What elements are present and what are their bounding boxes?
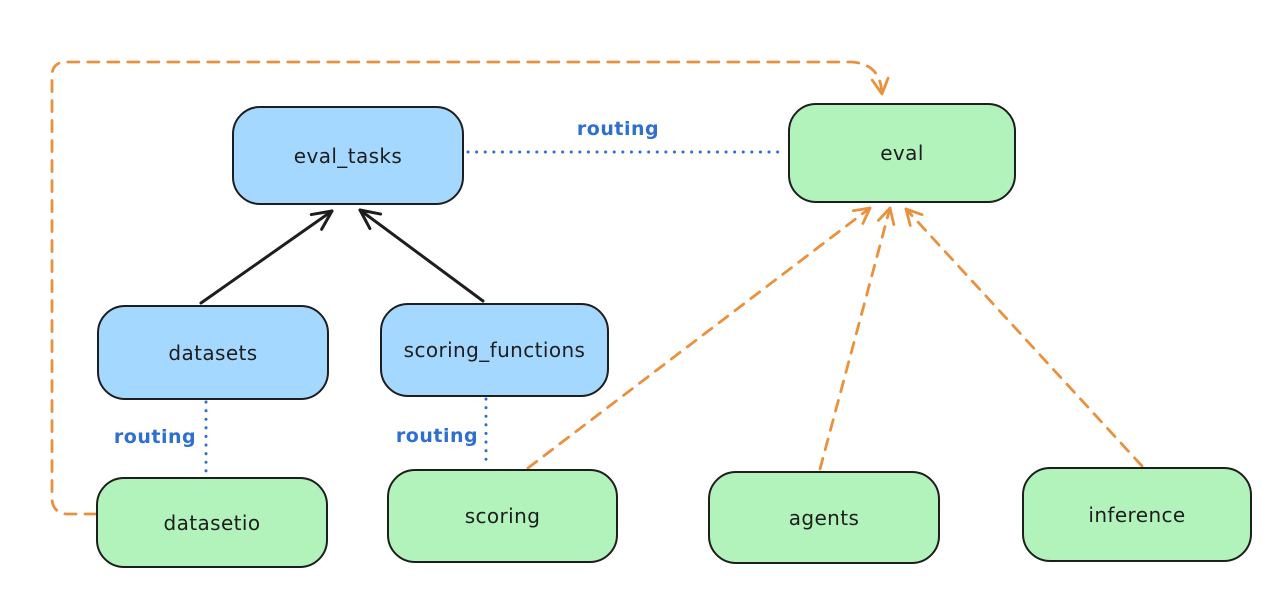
edge-inference-to-eval <box>904 207 1144 468</box>
edge-datasets-to-eval-tasks <box>199 209 334 305</box>
node-datasets: datasets <box>97 305 329 400</box>
node-datasetio: datasetio <box>96 477 328 568</box>
routing-label-datasets-datasetio: routing <box>113 426 197 448</box>
edge-scoring-to-eval <box>526 206 872 470</box>
edge-datasetio-to-eval <box>50 60 890 516</box>
routing-label-scoring-functions-scoring: routing <box>395 425 479 447</box>
node-eval-tasks-label: eval_tasks <box>293 143 403 168</box>
node-inference: inference <box>1022 467 1252 562</box>
edge-scoring-functions-to-eval-tasks <box>358 208 485 303</box>
node-scoring-functions: scoring_functions <box>380 303 609 397</box>
node-agents-label: agents <box>788 505 860 530</box>
node-eval-tasks: eval_tasks <box>232 106 464 205</box>
node-inference-label: inference <box>1088 502 1186 527</box>
node-datasets-label: datasets <box>168 340 258 365</box>
node-agents: agents <box>708 471 940 564</box>
node-eval: eval <box>788 103 1016 203</box>
node-scoring: scoring <box>387 469 618 563</box>
node-eval-label: eval <box>880 141 924 165</box>
node-scoring-functions-label: scoring_functions <box>403 338 586 362</box>
node-scoring-label: scoring <box>464 504 541 528</box>
edge-agents-to-eval <box>818 206 896 471</box>
routing-label-eval-tasks-eval: routing <box>576 118 660 140</box>
node-datasetio-label: datasetio <box>163 510 261 535</box>
